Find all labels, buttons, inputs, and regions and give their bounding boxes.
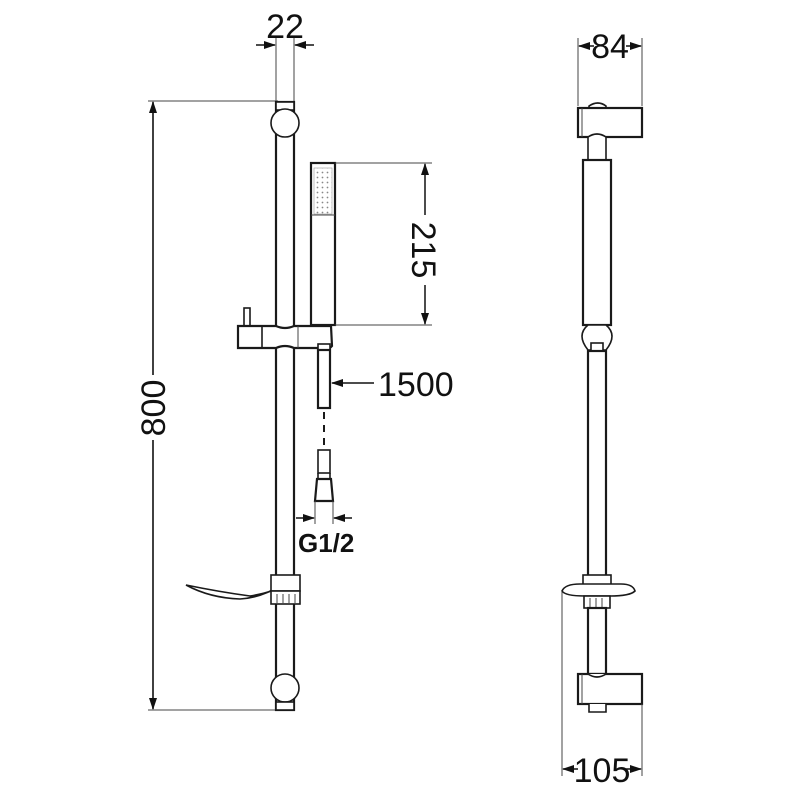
rail-height-label: 800 [135, 380, 173, 437]
hose-connection-label: G1/2 [298, 528, 354, 558]
dimension-hose-connection: G1/2 [296, 501, 354, 558]
side-view: 84 [561, 28, 644, 790]
sliding-holder [236, 307, 334, 353]
dimension-bracket-depth: 84 [577, 28, 643, 106]
dimension-rail-diameter: 22 [256, 8, 314, 102]
side-slide-rail [586, 349, 608, 579]
wall-bracket-bottom [270, 673, 300, 711]
hose-nut [313, 449, 335, 503]
side-wall-bracket-top [576, 102, 644, 161]
side-slide-rail-lower [586, 606, 608, 676]
hose-length-label: 1500 [378, 366, 454, 404]
front-view: 22 800 [135, 8, 454, 712]
wall-bracket-top [270, 101, 300, 138]
dimension-hose-length: 1500 [331, 366, 454, 404]
dimension-rail-height: 800 [135, 100, 278, 711]
dimension-hand-shower-length: 215 [335, 162, 442, 326]
overall-depth-label: 105 [574, 752, 631, 790]
shower-hose [316, 348, 332, 448]
slide-rail [274, 100, 296, 712]
hand-shower-length-label: 215 [404, 222, 442, 279]
side-wall-bracket-bottom [576, 672, 644, 713]
dimension-overall-depth: 105 [561, 592, 643, 790]
side-hand-shower [581, 158, 613, 327]
side-soap-dish [561, 574, 636, 609]
bracket-depth-label: 84 [591, 28, 629, 66]
side-sliding-holder [581, 324, 613, 352]
hand-shower [309, 161, 337, 327]
rail-diameter-label: 22 [266, 8, 304, 46]
soap-dish [185, 574, 301, 605]
